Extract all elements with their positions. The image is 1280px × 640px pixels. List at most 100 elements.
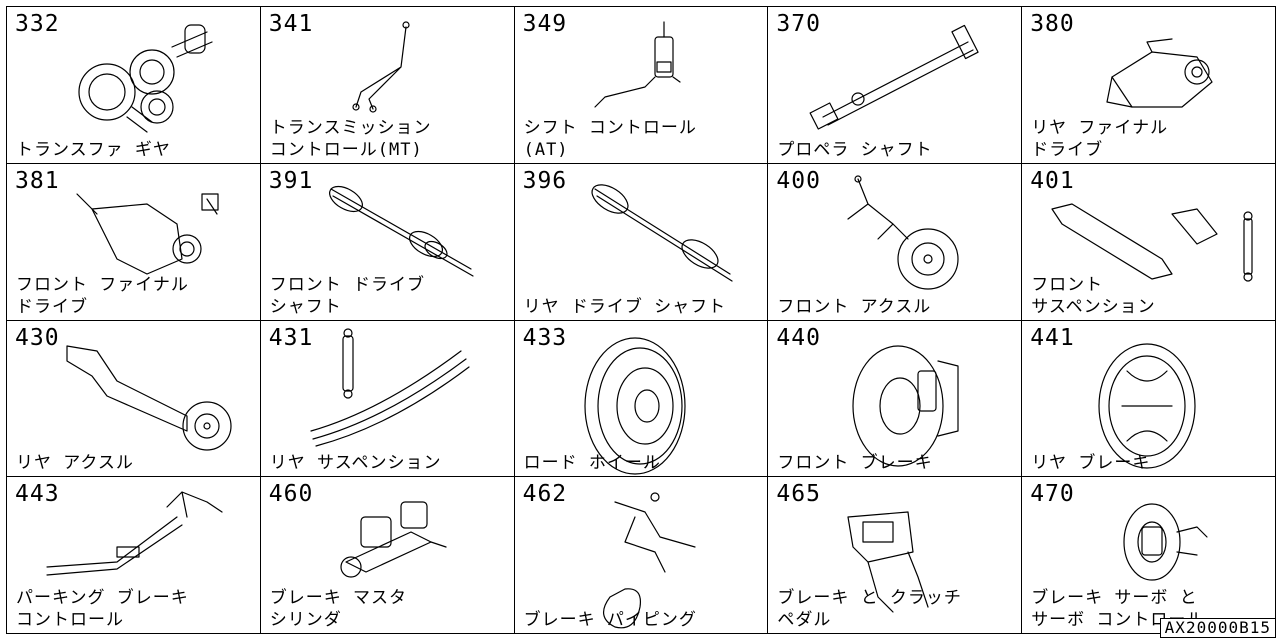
front-drive-shaft-icon: [328, 185, 474, 277]
rear-axle-icon: [66, 344, 232, 451]
section-label-line: コントロール(MT): [269, 139, 423, 160]
section-label-line: リヤ サスペンション: [269, 453, 442, 474]
section-label-line: リヤ アクスル: [16, 453, 134, 474]
section-cell-443[interactable]: 443 パーキング ブレーキコントロール: [7, 477, 261, 634]
section-number: 440: [776, 324, 821, 351]
section-label-line: コントロール: [16, 610, 124, 630]
section-number: 433: [522, 324, 568, 351]
section-label: リヤ ブレーキ: [1031, 452, 1150, 474]
section-number: 462: [522, 481, 568, 508]
section-label-line: フロント: [1031, 274, 1104, 295]
section-label: パーキング ブレーキコントロール: [16, 587, 189, 631]
transfer-gear-icon: [78, 24, 213, 133]
section-label-line: フロント アクスル: [777, 296, 932, 317]
section-number: 470: [1030, 481, 1075, 508]
section-label-line: フロント ドライブ: [269, 274, 426, 295]
section-label-line: フロント ファイナル: [16, 274, 189, 295]
section-number: 443: [15, 481, 60, 508]
section-label: フロント ブレーキ: [777, 452, 932, 474]
section-label: シフト コントロール(AT): [524, 117, 697, 161]
section-label-line: プロペラ シャフト: [777, 139, 933, 160]
section-label-line: フロント ブレーキ: [777, 453, 933, 474]
section-label: フロントサスペンション: [1031, 274, 1155, 318]
section-cell-391[interactable]: 391 フロント ドライブシャフト: [260, 163, 515, 321]
section-number: 441: [1030, 324, 1075, 351]
section-label: ブレーキ と クラッチペダル: [777, 587, 961, 631]
section-cell-441[interactable]: 441 リヤ ブレーキ: [1022, 320, 1276, 478]
section-label-line: サスペンション: [1031, 296, 1156, 317]
section-label: リヤ ドライブ シャフト: [524, 296, 726, 318]
brake-clutch-pedal-icon: [847, 511, 929, 613]
section-number: 430: [15, 324, 60, 351]
rear-final-drive-icon: [1106, 38, 1213, 108]
section-number: 460: [268, 481, 314, 508]
rear-suspension-icon: [310, 327, 470, 447]
section-cell-460[interactable]: 460 ブレーキ マスタシリンダ: [260, 477, 515, 634]
section-label: リヤ アクスル: [16, 452, 134, 474]
section-cell-370[interactable]: 370 プロペラ シャフト: [768, 7, 1023, 164]
section-label-line: ブレーキ パイピング: [523, 610, 697, 630]
front-axle-icon: [847, 175, 959, 290]
section-label-line: ブレーキ サーボ と: [1031, 588, 1198, 608]
section-label-line: ブレーキ マスタ: [269, 588, 408, 608]
front-brake-icon: [852, 344, 959, 467]
section-number: 349: [522, 11, 568, 37]
section-cell-349[interactable]: 349 シフト コントロール(AT): [514, 7, 769, 164]
section-label: ロード ホイール: [524, 452, 661, 474]
section-number: 431: [268, 324, 314, 351]
section-cell-440[interactable]: 440 フロント ブレーキ: [768, 320, 1023, 478]
section-label-line: リヤ ファイナル: [1031, 117, 1169, 138]
section-cell-381[interactable]: 381 フロント ファイナルドライブ: [7, 163, 261, 321]
section-label-line: ロード ホイール: [523, 453, 661, 474]
section-number: 400: [776, 167, 821, 194]
section-label-line: ドライブ: [1031, 139, 1104, 160]
section-label-line: リヤ ブレーキ: [1031, 453, 1151, 474]
section-label: ブレーキ パイピング: [524, 609, 697, 631]
section-label-line: リヤ ドライブ シャフト: [523, 296, 727, 317]
section-number: 381: [15, 167, 60, 194]
brake-servo-icon: [1123, 503, 1208, 581]
parking-brake-control-icon: [46, 491, 223, 576]
section-label-line: ブレーキ と クラッチ: [777, 588, 962, 608]
front-suspension-icon: [1051, 203, 1253, 282]
section-number: 391: [268, 167, 314, 194]
section-label: プロペラ シャフト: [777, 139, 932, 161]
section-label: リヤ ファイナルドライブ: [1031, 117, 1168, 161]
rear-drive-shaft-icon: [591, 184, 733, 282]
section-label: トランスミッションコントロール(MT): [270, 117, 432, 161]
section-label-line: トランスミッション: [269, 117, 432, 138]
section-label-line: シャフト: [269, 296, 342, 317]
section-label-line: パーキング ブレーキ: [16, 588, 189, 608]
brake-master-cylinder-icon: [340, 501, 447, 578]
section-cell-462[interactable]: 462 ブレーキ パイピング: [514, 477, 769, 634]
section-label-line: シフト コントロール: [523, 117, 697, 138]
section-label: フロント ドライブシャフト: [270, 274, 425, 318]
section-label: リヤ サスペンション: [270, 452, 442, 474]
section-cell-430[interactable]: 430 リヤ アクスル: [7, 320, 261, 478]
section-number: 370: [776, 11, 821, 37]
section-label-line: シリンダ: [269, 610, 342, 630]
section-label: フロント アクスル: [777, 296, 931, 318]
section-label: フロント ファイナルドライブ: [16, 274, 189, 318]
section-label-line: ドライブ: [16, 296, 88, 317]
section-label: ブレーキ マスタシリンダ: [270, 587, 407, 631]
section-label: トランスファ ギヤ: [16, 139, 171, 161]
section-label-line: ペダル: [777, 610, 832, 630]
section-cell-431[interactable]: 431 リヤ サスペンション: [260, 320, 515, 478]
catalog-code: AX20000B15: [1159, 618, 1276, 638]
front-final-drive-icon: [76, 193, 219, 275]
section-cell-400[interactable]: 400 フロント アクスル: [768, 163, 1023, 321]
section-cell-433[interactable]: 433 ロード ホイール: [514, 320, 769, 478]
at-shift-lever-icon: [593, 21, 681, 108]
section-cell-341[interactable]: 341 トランスミッションコントロール(MT): [260, 7, 515, 164]
rear-brake-icon: [1098, 342, 1196, 469]
section-number: 341: [268, 11, 314, 37]
road-wheel-icon: [583, 336, 686, 475]
